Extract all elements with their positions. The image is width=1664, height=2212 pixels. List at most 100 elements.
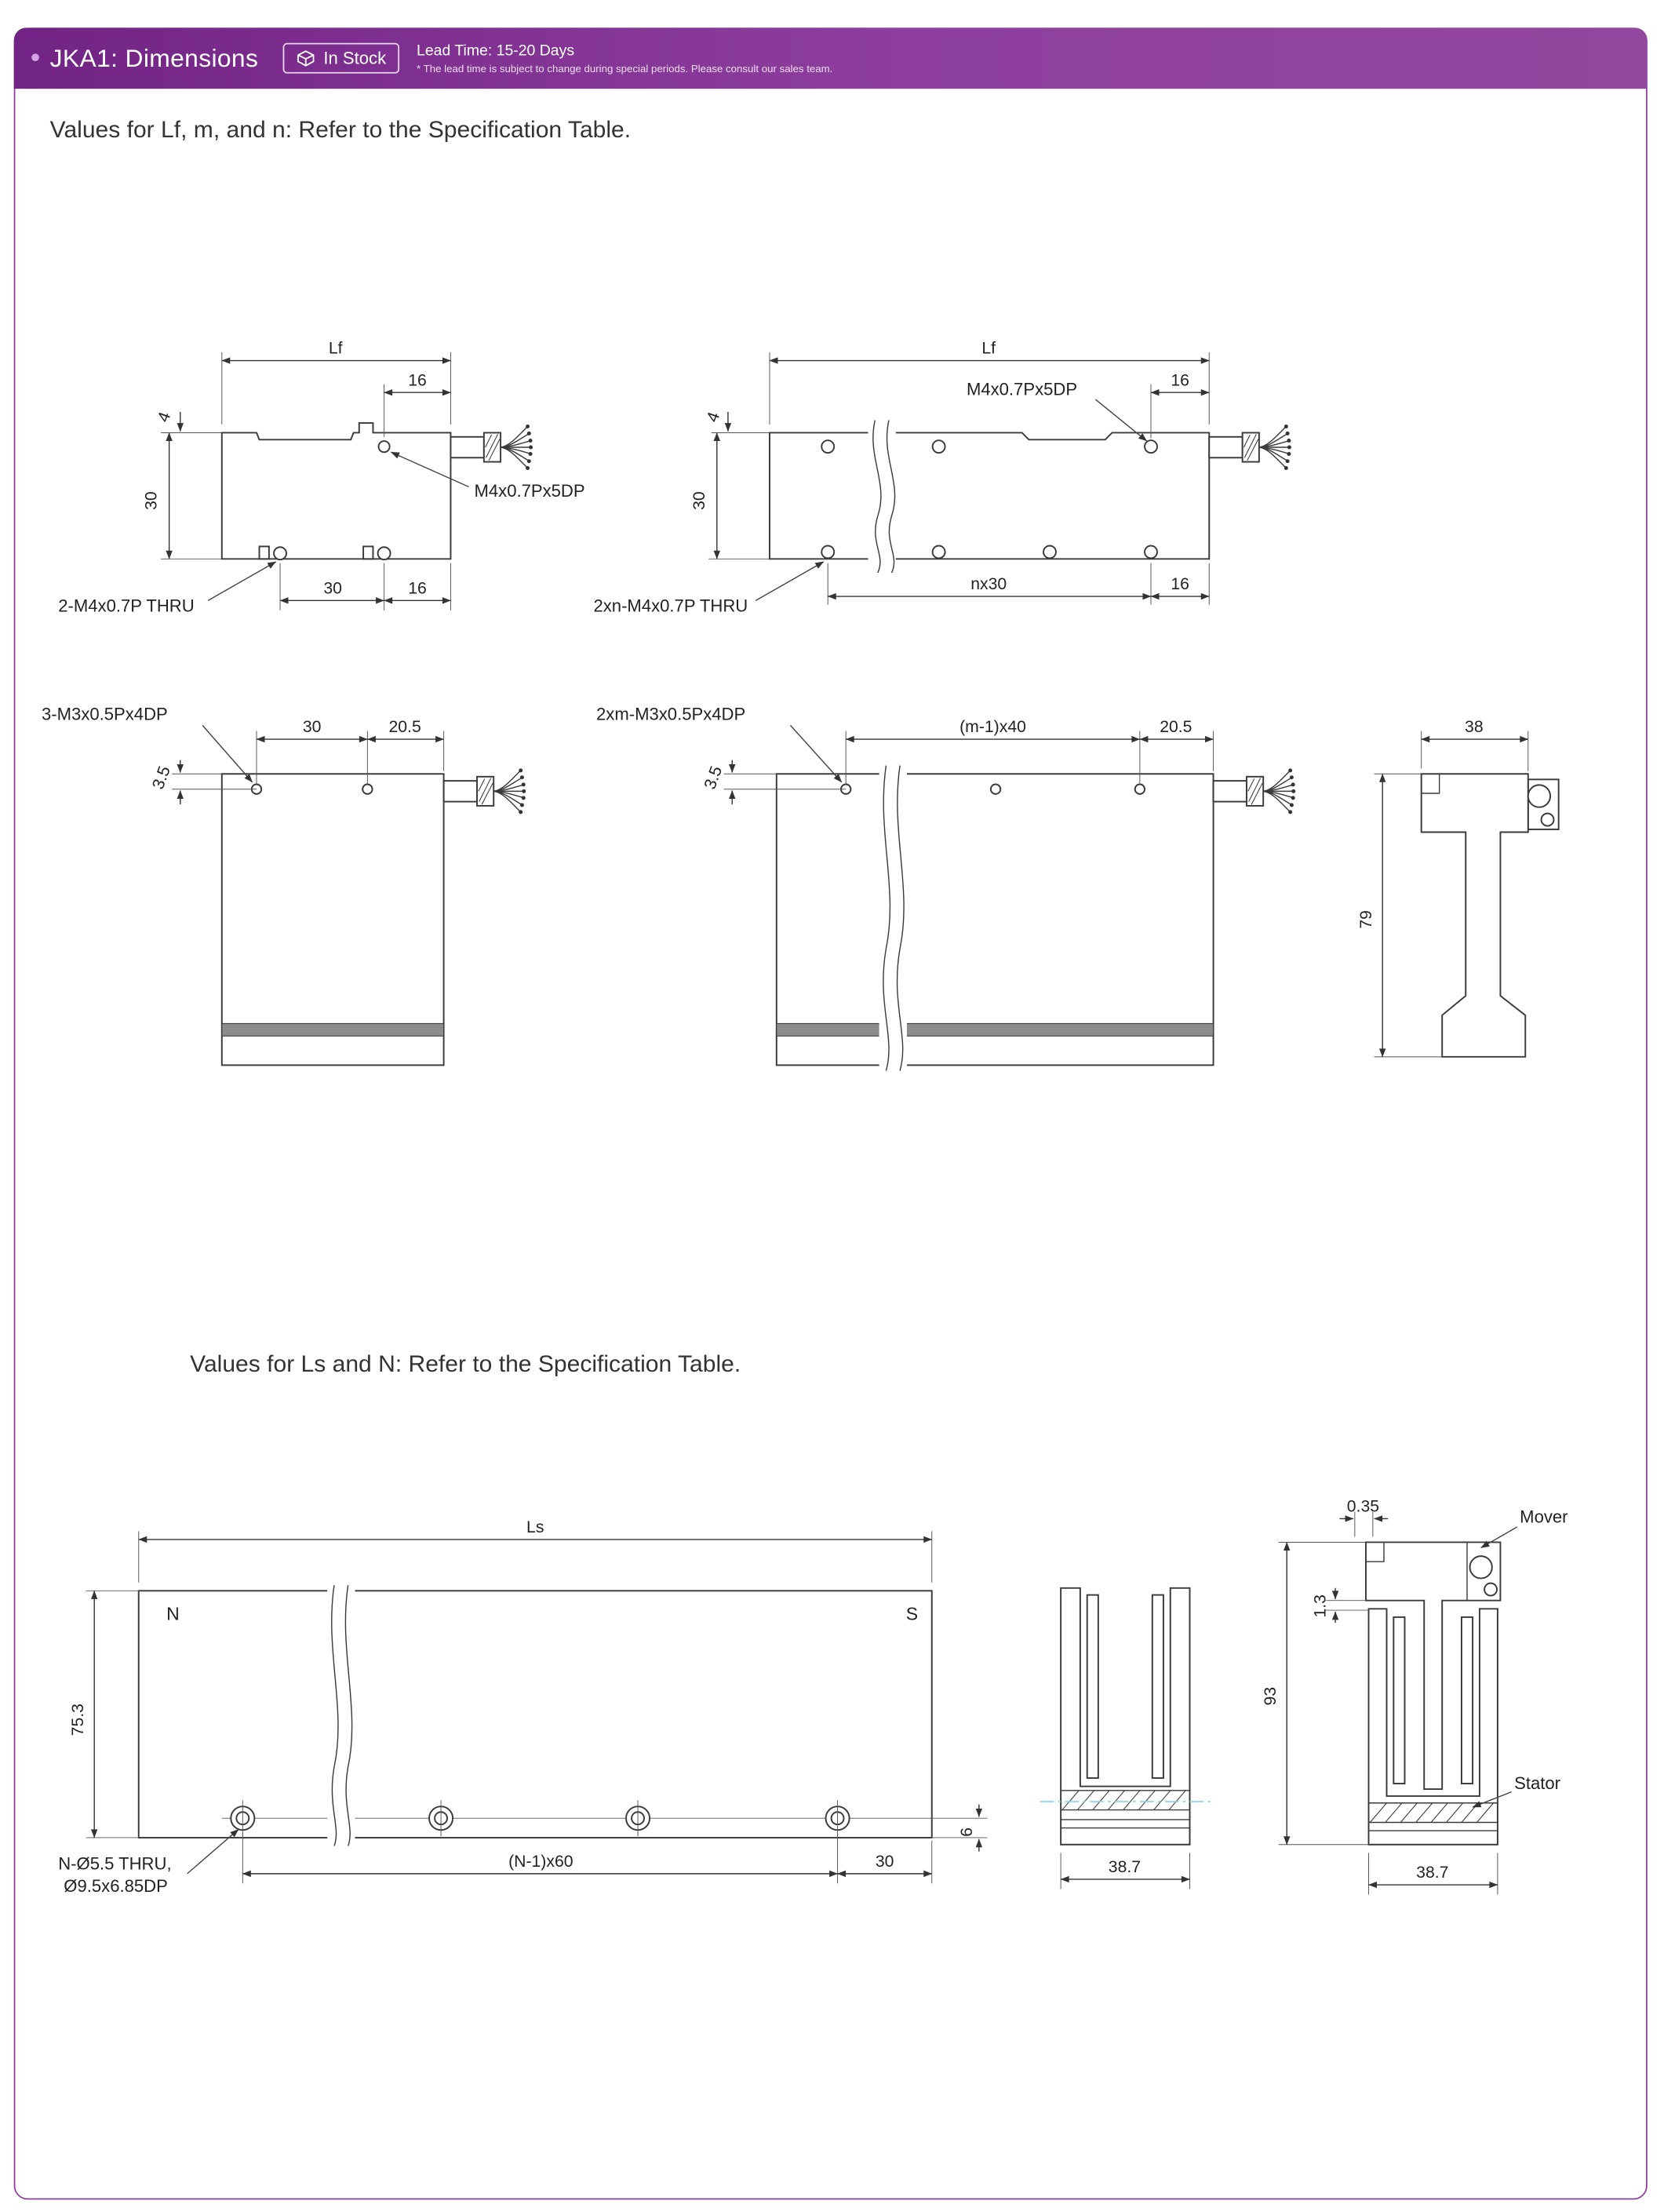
leader-thru [207,561,277,601]
label-hole-1: N-Ø5.5 THRU, [58,1854,171,1874]
section-outline [1420,773,1529,1058]
mounting-holes [230,1800,850,1837]
magnet-band [776,1022,1214,1037]
header-bar: • JKA1: Dimensions In Stock Lead Time: 1… [13,27,1648,89]
drawing-mover-front-long: Lf M4x0.7Px5DP 16 4 30 nx30 16 2xn-M4x0.… [593,340,1292,615]
dim-nx30: nx30 [970,575,1007,593]
tapped-hole [931,439,946,454]
thru-hole [931,545,946,559]
hatch-band [1369,1802,1495,1823]
extension-lines [86,1531,988,1884]
cable-assembly [442,767,527,815]
drawing-mover-section: 38 79 [1357,718,1560,1058]
dim-lf: Lf [981,340,996,358]
drawing-assembly-section: 0.35 1.3 93 38.7 Mover Stator [1262,1498,1568,1895]
leader-stator [1472,1791,1512,1808]
dim-4: 4 [704,410,724,425]
break-line [896,765,905,1071]
dim-93: 93 [1262,1687,1280,1706]
thru-hole [273,546,287,561]
dim-30: 30 [876,1853,894,1871]
cable-hole [1527,784,1552,808]
drawing-stator-section: 38.7 [1040,1587,1211,1889]
tapped-hole [1144,439,1158,454]
thru-hole [377,546,391,561]
tapped-hole [989,783,1002,795]
label-stator: Stator [1514,1773,1560,1793]
stator-outline [1367,1608,1498,1846]
lamination-lines [1061,1790,1190,1829]
pole-n: N [166,1603,180,1623]
dim-ls: Ls [526,1518,544,1536]
dim-753: 75.3 [69,1704,87,1736]
dim-pitch: (N-1)x60 [508,1853,573,1871]
magnet-band [221,1022,445,1037]
body-outline [137,1590,933,1838]
label-thru: 2xn-M4x0.7P THRU [593,596,748,615]
dim-387: 38.7 [1416,1864,1448,1882]
dim-35: 3.5 [149,763,174,792]
dim-16-bottom: 16 [1171,575,1189,593]
break-mask [868,423,896,567]
stock-badge: In Stock [283,42,400,74]
label-thread: 2xm-M3x0.5Px4DP [596,704,745,723]
note-bottom: Values for Ls and N: Refer to the Specif… [190,1350,741,1378]
extension-lines [1374,731,1529,1058]
tapped-hole [362,783,373,795]
label-mover: Mover [1520,1507,1568,1527]
dim-30: 30 [303,718,322,736]
cable-hole [1540,812,1555,827]
thru-hole-slot [362,545,374,560]
tapped-hole [377,440,391,454]
drawing-mover-side-long: (m-1)x40 20.5 3.5 2xm-M3x0.5Px4DP [596,704,1297,1071]
step-line [1365,1542,1468,1601]
hatch-band [1061,1790,1186,1810]
cable-hole [1484,1582,1498,1597]
dim-35: 3.5 [701,763,726,792]
dim-387: 38.7 [1109,1858,1141,1876]
tapped-hole [821,439,836,454]
pole-s: S [906,1603,918,1623]
dim-30-left: 30 [690,491,708,510]
extension-lines [1060,1853,1191,1889]
stock-badge-label: In Stock [323,48,387,68]
inner-plate [1151,1594,1164,1779]
lead-time-block: Lead Time: 15-20 Days * The lead time is… [417,42,832,75]
label-thread: M4x0.7Px5DP [967,380,1077,399]
body-outline [220,422,452,560]
leader-thread [789,724,843,783]
break-line [344,1585,353,1846]
inner-plate [1086,1594,1099,1779]
cable-assembly [450,424,534,471]
leader-thread [1094,399,1148,442]
leader-hole [187,1828,239,1875]
extension-lines [1278,1511,1498,1895]
dim-16-bottom: 16 [408,579,427,597]
extension-lines [723,731,1214,790]
thru-hole-slot [258,545,270,560]
body-outline [220,773,445,1066]
note-top: Values for Lf, m, and n: Refer to the Sp… [49,116,632,144]
label-hole-2: Ø9.5x6.85DP [64,1876,168,1896]
step-line [1421,774,1440,794]
leader-thread [391,451,469,488]
channel-outline [1060,1587,1191,1846]
break-line [883,765,891,1071]
dim-6: 6 [958,1828,976,1837]
dim-205: 20.5 [1160,718,1192,736]
break-line [331,1585,339,1846]
thru-hole [1043,545,1057,559]
body-outline [768,432,1211,560]
cable-assembly [1208,424,1292,471]
dim-13: 1.3 [1312,1594,1330,1617]
label-thread: 3-M3x0.5Px4DP [42,704,168,723]
break-line [872,420,882,574]
drawing-stator-side: Ls N S 75.3 (N-1)x60 30 6 N-Ø5.5 THRU, Ø… [58,1518,988,1896]
lead-time-note: * The lead time is subject to change dur… [417,61,833,75]
dim-lf: Lf [329,340,343,358]
break-line [886,420,896,574]
leader-mover [1480,1526,1517,1549]
dim-30-bottom: 30 [323,579,342,597]
